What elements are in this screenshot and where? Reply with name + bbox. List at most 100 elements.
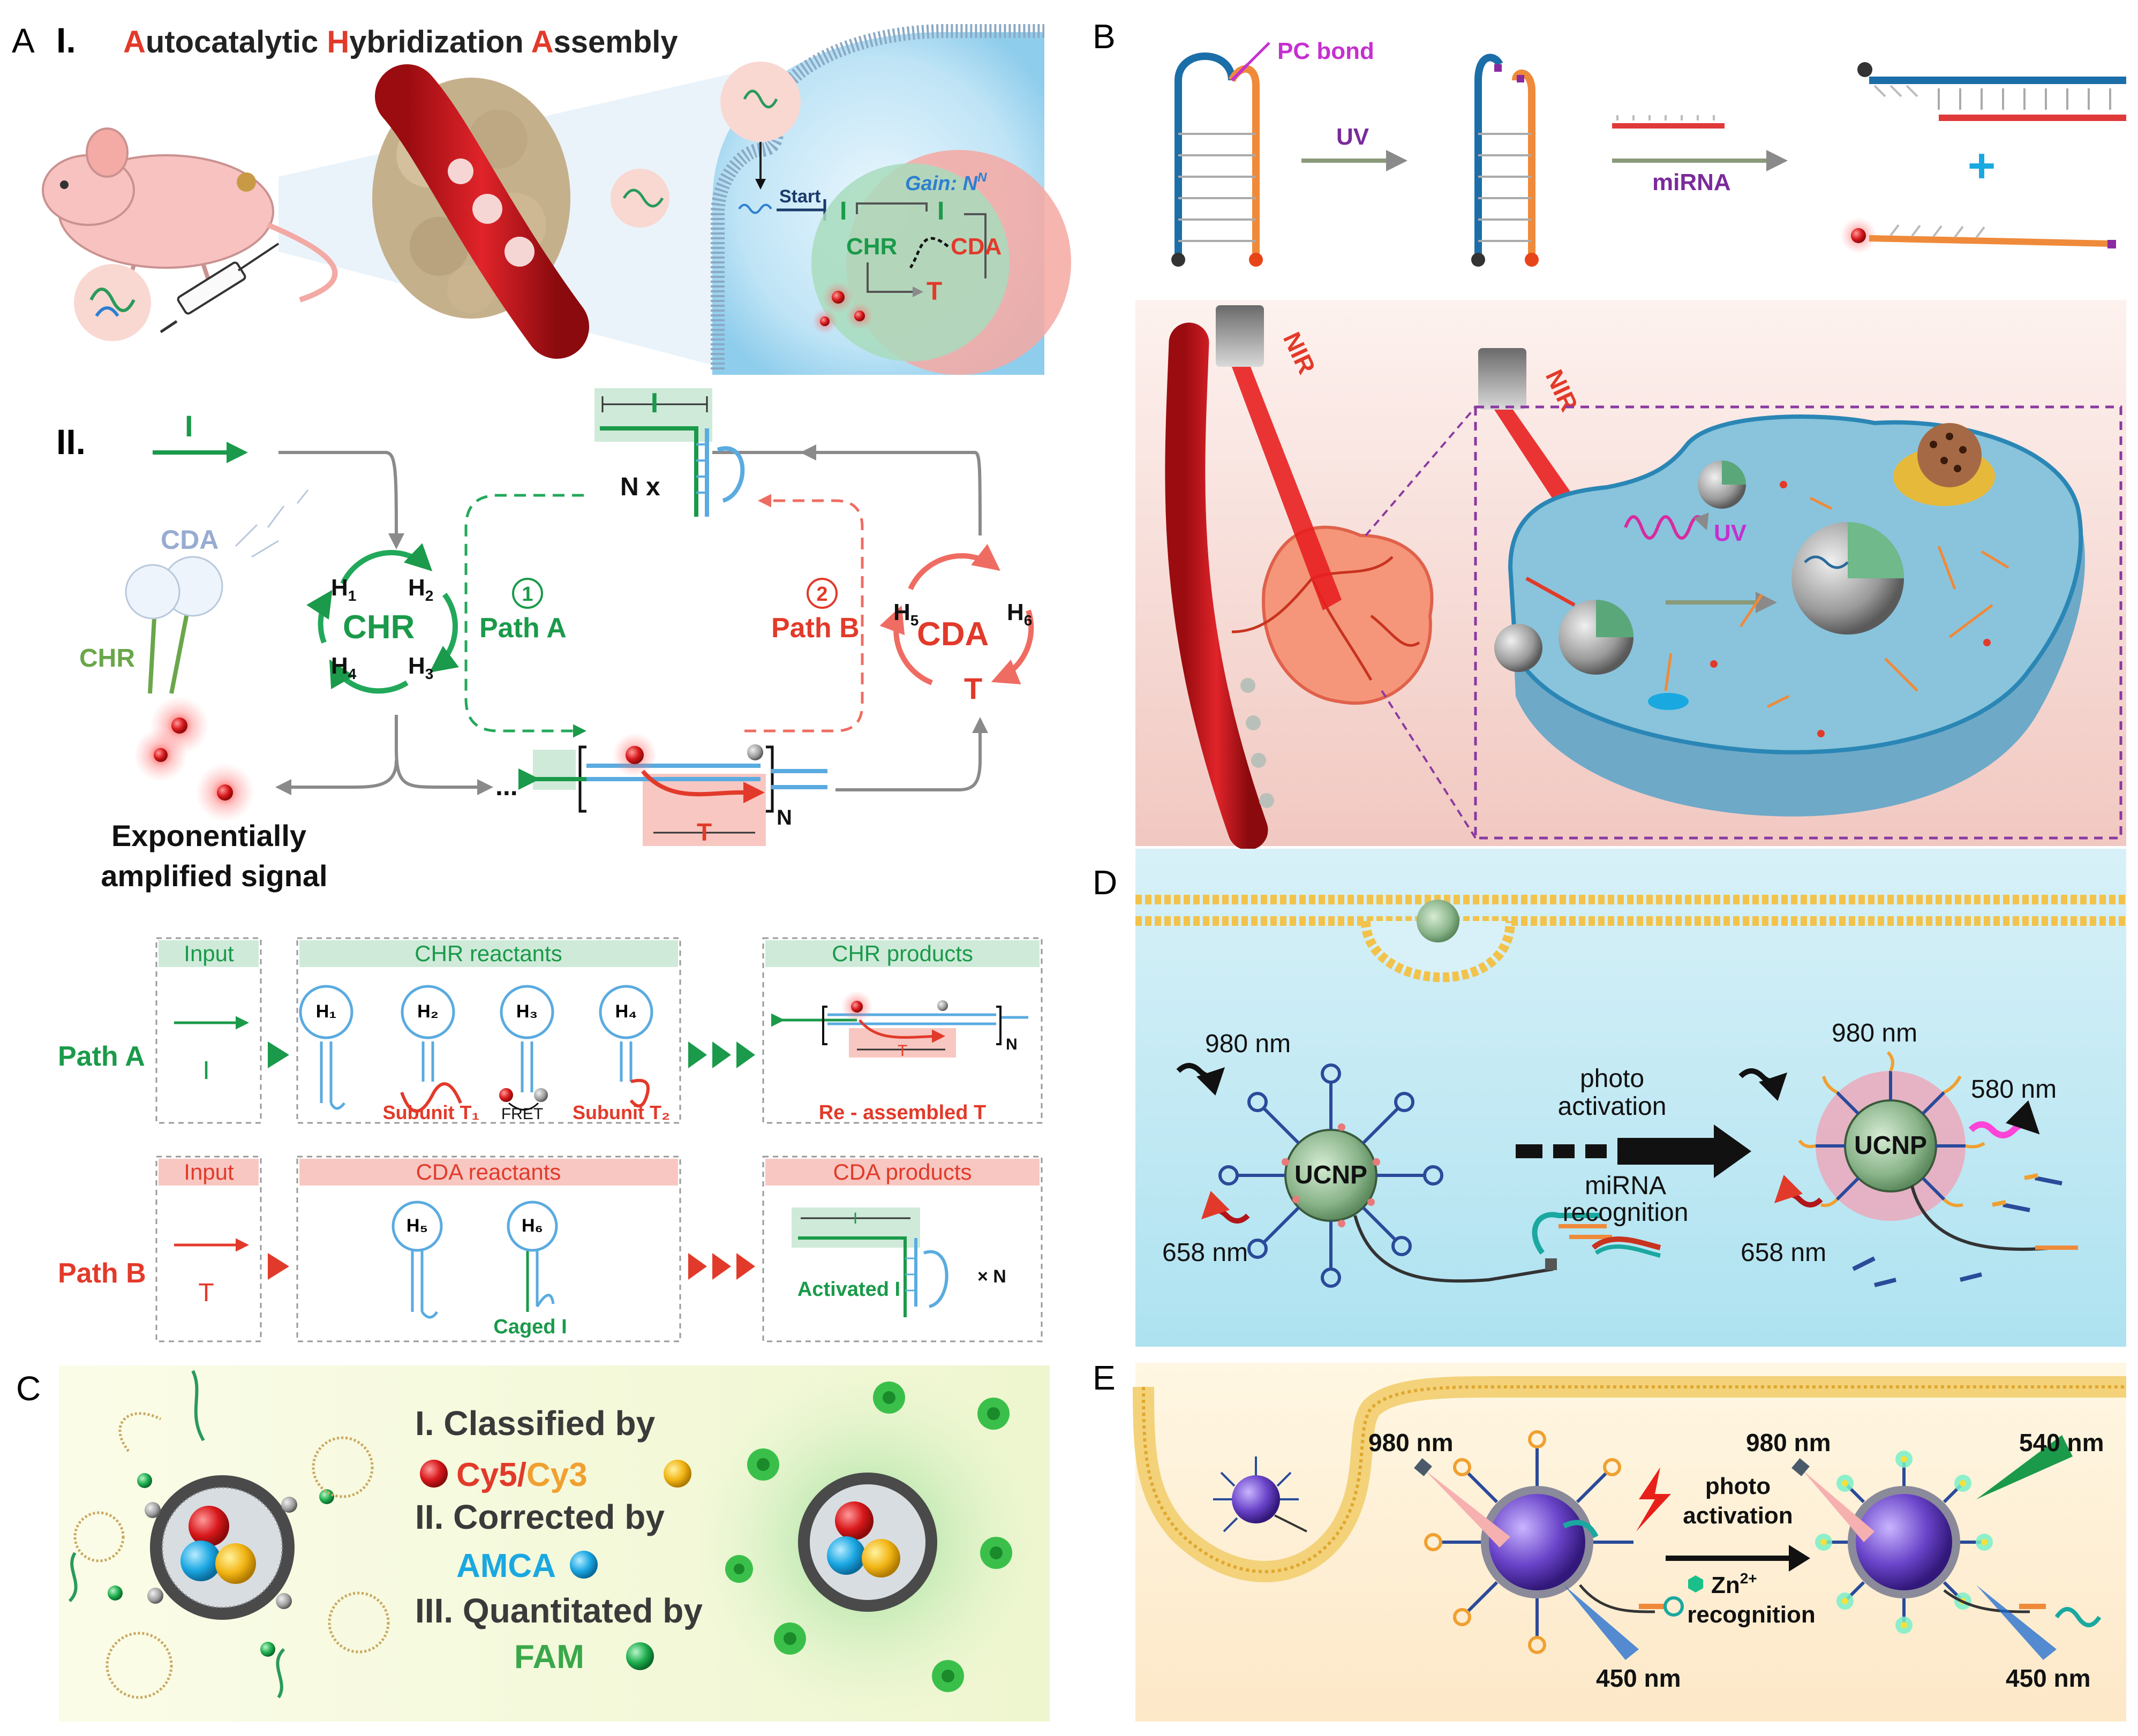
h-sub: 1: [348, 587, 357, 604]
quantitated-by: III. Quantitated by: [415, 1591, 703, 1630]
nm980-right-label-e: 980 nm: [1746, 1429, 1831, 1456]
n-times-label: N x: [620, 473, 660, 501]
nanoparticle-unlabeled: [68, 1370, 390, 1699]
row-a-input-i: I: [202, 1056, 209, 1085]
h4-table: H₄: [615, 1001, 637, 1022]
path-b-label: Path B: [771, 613, 860, 644]
panel-b: B PC bond UV miRNA +: [1093, 17, 2126, 850]
path-a-number: 1: [522, 583, 533, 606]
gain-text: Gain: N: [905, 172, 978, 195]
title-part: ssembly: [554, 25, 678, 59]
subunit-t2-label: Subunit T₂: [573, 1101, 670, 1123]
signal-line-1: Exponentially: [111, 819, 306, 852]
cell-membrane: [1135, 895, 2126, 982]
amca-label: AMCA: [456, 1548, 556, 1584]
path-a-arrow: [464, 494, 586, 738]
chr-plant-label: CHR: [79, 644, 135, 673]
panel-d: D UCNP: [1093, 849, 2126, 1347]
title-part: A: [531, 25, 554, 59]
cda-plant-label: CDA: [161, 525, 219, 555]
chr-products-header: CHR products: [832, 941, 973, 966]
caged-i-label: Caged I: [493, 1316, 567, 1338]
title-part: utocatalytic: [146, 25, 327, 59]
emission-540: [1976, 1435, 2073, 1499]
ucnp-right: UCNP: [1798, 1051, 2078, 1287]
path-b-arrow: [744, 494, 864, 733]
uv-arrow-label: UV: [1336, 124, 1369, 150]
h-letter: H: [408, 653, 425, 679]
panel-c: C I. Classified by Cy5/Cy3 II. Corrected: [16, 1365, 1050, 1722]
h5-label: H5: [893, 599, 919, 629]
h3-label: H3: [408, 653, 433, 682]
top-i-label: I: [651, 388, 658, 419]
nanoparticle-left: [1424, 1430, 1684, 1654]
wavy-980-right: [1738, 1068, 1788, 1101]
fret-label: FRET: [501, 1105, 543, 1123]
recognition-label: recognition: [1563, 1198, 1689, 1227]
ucnp-left: UCNP: [1218, 1063, 1612, 1288]
product-t-label: T: [898, 1042, 907, 1060]
probe-bubble: [611, 169, 669, 228]
syringe-icon: [160, 243, 280, 334]
h3-table: H₃: [516, 1001, 538, 1022]
panel-c-letter: C: [16, 1369, 41, 1408]
chr-label-cell: CHR: [846, 233, 897, 260]
ucnp-right-label: UCNP: [1854, 1131, 1927, 1160]
corrected-by: II. Corrected by: [415, 1498, 665, 1536]
nm580-label: 580 nm: [1971, 1075, 2057, 1104]
wavy-580: [1968, 1100, 2040, 1138]
path-table: Input CHR reactants CHR products Path A …: [58, 937, 1043, 1342]
ellipsis: ...: [495, 771, 518, 801]
hairpin-h1: [299, 985, 353, 1110]
t-cycle-label: T: [964, 671, 982, 705]
h-letter: H: [331, 653, 348, 679]
h4-label: H4: [331, 653, 357, 682]
nm980-right-label: 980 nm: [1832, 1019, 1917, 1047]
path-a-row-label: Path A: [58, 1041, 145, 1072]
mirna-arrow-label: miRNA: [1652, 169, 1731, 195]
bottom-n-label: N: [777, 806, 792, 829]
nm658-left-label: 658 nm: [1162, 1239, 1248, 1267]
nm980-left-label-e: 980 nm: [1368, 1429, 1454, 1456]
nm540-label-e: 540 nm: [2019, 1429, 2104, 1456]
cy5-label: Cy5/: [456, 1456, 526, 1493]
subunit-t1-label: Subunit T₁: [383, 1101, 480, 1123]
zn-text: Zn: [1711, 1572, 1740, 1598]
laser-980-right: [1802, 1470, 1874, 1542]
t-label-cell: T: [927, 277, 942, 306]
laser-450-left: [1564, 1585, 1639, 1660]
h-sub: 4: [348, 666, 357, 682]
laser-450-right: [1976, 1585, 2057, 1660]
input-i: I: [185, 409, 193, 443]
ucnp-left-label: UCNP: [1294, 1161, 1367, 1189]
start-label: Start: [779, 186, 820, 207]
cda-cycle: CDA H5 H6 T: [879, 544, 1034, 705]
laser-980-left: [1425, 1470, 1510, 1548]
wavy-980-left: [1176, 1063, 1225, 1096]
row-b-input-t: T: [198, 1279, 214, 1307]
gain-sup: N: [977, 170, 987, 185]
wavy-658-left: [1201, 1191, 1250, 1224]
path-a-label: Path A: [479, 613, 567, 644]
hairpin-h5: [392, 1201, 443, 1319]
panel-e-letter: E: [1093, 1358, 1116, 1397]
nanoparticle-labeled: [691, 1365, 1044, 1719]
path-b-number: 2: [816, 583, 827, 606]
h2-table: H₂: [417, 1001, 439, 1022]
h5-table: H₅: [406, 1216, 428, 1236]
panel-e: E 980 nm: [1093, 1358, 2126, 1722]
h-letter: H: [331, 575, 348, 601]
activated-i-label: Activated I: [797, 1278, 900, 1301]
section-1-title: Autocatalytic Hybridization Assembly: [123, 25, 678, 59]
h1-label: H1: [331, 575, 356, 604]
input-a-header: Input: [184, 941, 234, 966]
path-b-row-label: Path B: [58, 1258, 146, 1289]
input-b-header: Input: [184, 1159, 234, 1184]
nm658-right-label: 658 nm: [1741, 1239, 1826, 1267]
mirna-label: miRNA: [1585, 1172, 1666, 1200]
uv-cell-label: UV: [1714, 520, 1747, 546]
h-letter: H: [893, 599, 910, 625]
signal-line-2: amplified signal: [101, 859, 327, 893]
nm450-right-label-e: 450 nm: [2006, 1664, 2091, 1692]
